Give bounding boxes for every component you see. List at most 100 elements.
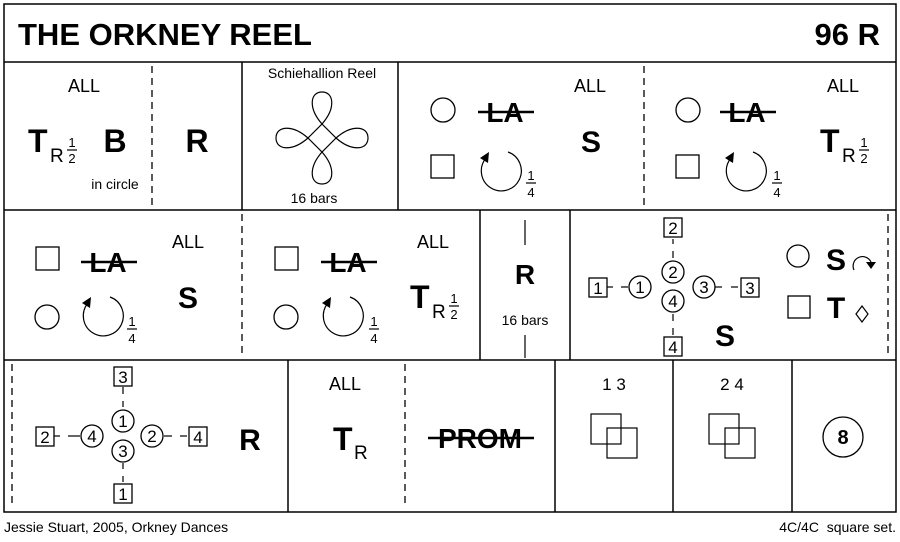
turn-arrow-icon — [82, 296, 124, 337]
set-label: S — [826, 244, 846, 277]
svg-text:T: T — [28, 123, 48, 159]
set-type-text: 4C/4C square set. — [779, 519, 896, 535]
circle-dancer-icon — [430, 97, 456, 123]
svg-text:1: 1 — [860, 135, 867, 150]
all-label: ALL — [329, 374, 361, 394]
square-dancer-icon — [675, 154, 700, 179]
all-label: ALL — [68, 76, 100, 96]
left-hands-across-struck: LA — [478, 97, 534, 128]
svg-text:2: 2 — [40, 428, 49, 447]
svg-text:1: 1 — [635, 278, 644, 297]
promenade-struck: PROM — [428, 423, 534, 454]
circle-dancer-icon — [273, 304, 299, 330]
svg-text:4: 4 — [87, 427, 96, 446]
turn-arrow-icon — [322, 296, 364, 337]
svg-text:T: T — [333, 421, 353, 457]
square-dancer-icon — [274, 246, 299, 271]
svg-text:3: 3 — [118, 368, 127, 387]
turn-right-half: T R 1 2 — [820, 123, 869, 167]
in-circle-label: in circle — [91, 176, 139, 192]
svg-text:4: 4 — [128, 331, 135, 346]
all-label: ALL — [172, 232, 204, 252]
turn-right-half: T R 1 2 — [410, 279, 459, 323]
overlapping-squares-icon — [590, 413, 638, 459]
square-dancer-icon — [787, 295, 811, 319]
turn-arrow-icon — [725, 151, 767, 192]
diamond-icon — [855, 305, 869, 323]
svg-text:2: 2 — [68, 151, 75, 166]
square-formation: 2 1 3 4 2 4 1 3 — [588, 217, 760, 357]
svg-text:R: R — [842, 146, 856, 167]
turn-arrow-icon — [480, 151, 522, 192]
svg-text:1: 1 — [773, 168, 780, 183]
outer-frame — [3, 3, 897, 513]
svg-text:4: 4 — [193, 428, 202, 447]
svg-text:3: 3 — [118, 442, 127, 461]
reel-label: R — [515, 259, 535, 290]
all-label: ALL — [417, 232, 449, 252]
svg-text:T: T — [820, 123, 840, 159]
bars-label: 16 bars — [502, 312, 549, 328]
circle-dancer-icon — [786, 244, 810, 268]
left-hands-across-struck: LA — [720, 97, 776, 128]
svg-text:R: R — [432, 302, 446, 323]
turn-right: T R — [333, 421, 368, 464]
balance-label: B — [103, 123, 126, 159]
reel-label: R — [185, 123, 208, 159]
credit-text: Jessie Stuart, 2005, Orkney Dances — [4, 519, 228, 535]
svg-text:1: 1 — [370, 314, 377, 329]
quarter-fraction: 1 4 — [526, 168, 536, 200]
turn-label: T — [827, 292, 845, 325]
square-dancer-icon — [430, 154, 455, 179]
svg-text:1: 1 — [128, 314, 135, 329]
svg-text:2: 2 — [147, 427, 156, 446]
left-hands-across-struck: LA — [81, 247, 137, 278]
svg-text:R: R — [354, 443, 368, 464]
circle-dancer-icon — [675, 97, 701, 123]
reel-label: R — [239, 424, 261, 457]
svg-text:1: 1 — [68, 135, 75, 150]
left-hands-across-struck: LA — [321, 247, 377, 278]
svg-text:2: 2 — [668, 263, 677, 282]
svg-text:3: 3 — [699, 278, 708, 297]
svg-text:1: 1 — [118, 412, 127, 431]
svg-text:2: 2 — [450, 307, 457, 322]
svg-text:1: 1 — [593, 279, 602, 298]
quarter-fraction: 1 4 — [772, 168, 782, 200]
all-label: ALL — [827, 76, 859, 96]
svg-text:4: 4 — [668, 292, 677, 311]
dance-code: 96 R — [815, 17, 880, 52]
svg-text:1: 1 — [450, 291, 457, 306]
loop-figure-icon — [275, 91, 369, 185]
svg-text:2: 2 — [668, 219, 677, 238]
couples-label: 1 3 — [602, 375, 626, 394]
turn-right-half: T R 1 2 — [28, 123, 77, 167]
quarter-fraction: 1 4 — [369, 314, 379, 346]
svg-text:4: 4 — [773, 185, 780, 200]
square-formation: 3 2 4 1 1 3 4 2 — [35, 366, 208, 504]
repeat-count: 8 — [837, 427, 848, 449]
quarter-fraction: 1 4 — [127, 314, 137, 346]
set-label: S — [178, 282, 198, 315]
dance-title: THE ORKNEY REEL — [18, 17, 312, 52]
svg-text:T: T — [410, 279, 430, 315]
set-label: S — [715, 320, 735, 353]
square-dancer-icon — [35, 246, 60, 271]
svg-text:R: R — [50, 146, 64, 167]
svg-text:3: 3 — [745, 279, 754, 298]
couples-label: 2 4 — [720, 375, 744, 394]
set-label: S — [581, 126, 601, 159]
svg-text:1: 1 — [118, 485, 127, 504]
schiehallion-label: Schiehallion Reel — [268, 65, 376, 81]
overlapping-squares-icon — [708, 413, 756, 459]
bars-label: 16 bars — [291, 190, 338, 206]
turn-arrow-icon — [852, 256, 876, 271]
svg-text:4: 4 — [527, 185, 534, 200]
svg-text:4: 4 — [668, 338, 677, 357]
svg-text:2: 2 — [860, 151, 867, 166]
circle-dancer-icon — [34, 304, 60, 330]
repeat-count-circle — [822, 416, 864, 458]
svg-text:1: 1 — [527, 168, 534, 183]
all-label: ALL — [574, 76, 606, 96]
